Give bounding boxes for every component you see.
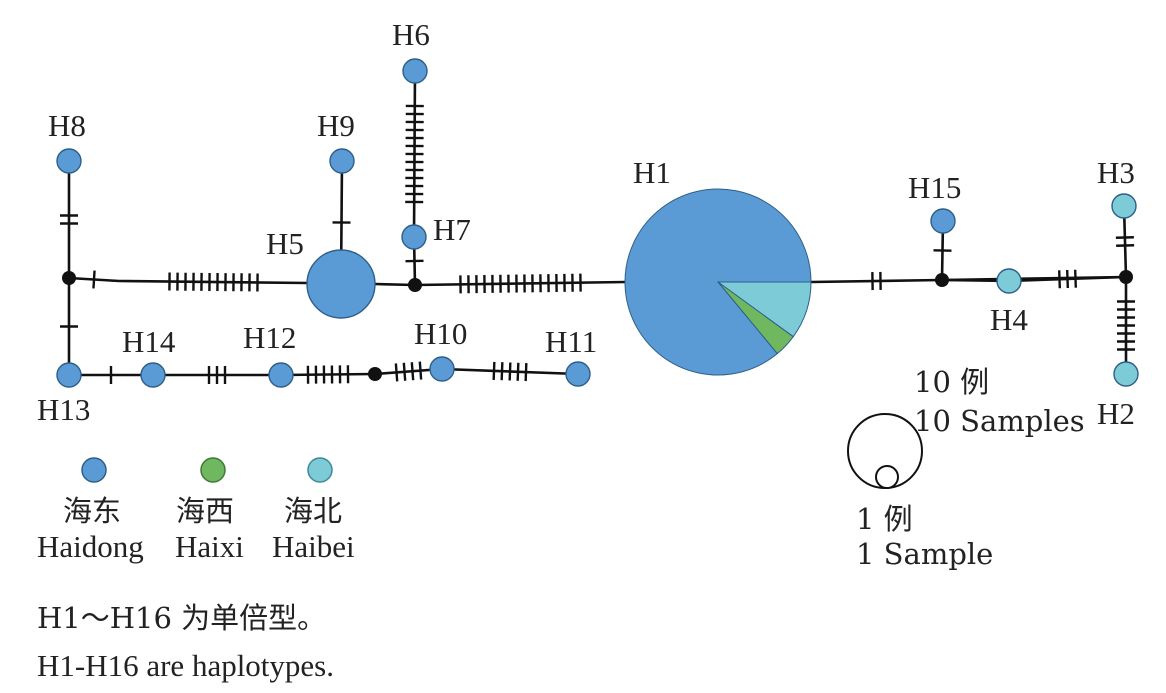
legend-swatch-haixi	[200, 457, 226, 483]
label-h1: H1	[633, 155, 671, 190]
label-h10: H10	[414, 316, 467, 351]
footnote-en: H1-H16 are haplotypes.	[37, 648, 334, 683]
edge-m4-h3-tick	[1115, 236, 1134, 239]
label-h15: H15	[908, 170, 961, 205]
label-h14: H14	[122, 324, 176, 359]
label-h11: H11	[545, 324, 597, 359]
node-h8	[56, 148, 82, 174]
node-h3	[1111, 193, 1137, 219]
median-vector-node	[1119, 270, 1133, 284]
edge-h1-m3	[810, 278, 943, 284]
scale-small-zh: 1 例	[856, 502, 913, 536]
edge-h4-m4-tick	[1057, 270, 1062, 289]
edge-h10-h11-tick	[524, 363, 528, 382]
scale-circle-1	[875, 465, 899, 489]
edge-m5-h10-tick	[410, 362, 415, 381]
edge-h10-h11-tick	[500, 362, 504, 381]
scale-large-en: 10 Samples	[914, 404, 1085, 438]
node-h9	[329, 148, 355, 174]
haplotype-labels: H1 H2 H3 H4 H5 H6 H7 H8 H9 H10 H11 H12 H…	[37, 17, 1135, 431]
legend-zh-haixi: 海西	[176, 494, 234, 528]
haplotype-nodes	[56, 58, 1139, 388]
edge-h10-h11-tick	[508, 362, 512, 381]
node-h5	[306, 249, 376, 319]
legend-item-haibei: 海北 Haibei	[272, 457, 355, 564]
scale-large-zh: 10 例	[914, 365, 989, 399]
label-h2: H2	[1097, 396, 1135, 431]
label-h9: H9	[317, 108, 355, 143]
label-h3: H3	[1097, 155, 1135, 190]
median-vector-node	[368, 367, 382, 381]
node-h2	[1113, 361, 1139, 387]
legend-zh-haibei: 海北	[284, 494, 342, 528]
edge-h4-m4-tick	[1073, 269, 1078, 288]
edge-m5-h10-tick	[402, 362, 407, 381]
edge-m3-m4	[941, 275, 1127, 282]
node-h12	[268, 362, 294, 388]
legend-en-haidong: Haidong	[37, 529, 144, 564]
node-h15	[930, 208, 956, 234]
edge-to-h5	[118, 279, 309, 285]
label-h6: H6	[392, 17, 430, 52]
edge-m4-h3-tick	[1116, 244, 1135, 247]
label-h12: H12	[243, 320, 296, 355]
edge-h10-h11-tick	[516, 362, 520, 381]
legend-zh-haidong: 海东	[63, 494, 121, 528]
edge-m1-h13-node-tick	[92, 270, 96, 289]
node-h14	[140, 362, 166, 388]
label-h8: H8	[48, 108, 86, 143]
node-h7	[401, 224, 427, 250]
median-vector-node	[62, 271, 76, 285]
edge-m2-h1	[414, 280, 627, 287]
node-h10	[429, 356, 455, 382]
node-h13	[56, 362, 82, 388]
legend-en-haibei: Haibei	[272, 529, 355, 564]
node-h11	[565, 361, 591, 387]
h1-slice-haidong	[624, 188, 812, 376]
label-h5: H5	[266, 226, 304, 261]
legend-en-haixi: Haixi	[175, 529, 244, 564]
network-edges	[67, 70, 1128, 377]
size-scale: 10 例 10 Samples 1 例 1 Sample	[847, 365, 1085, 571]
node-h4	[996, 268, 1022, 294]
mutation-ticks	[60, 104, 1135, 384]
node-h6	[402, 58, 428, 84]
label-h4: H4	[990, 302, 1028, 337]
legend-swatch-haidong	[81, 457, 107, 483]
edge-h4-m4-tick	[1065, 269, 1070, 289]
median-vector-node	[935, 273, 949, 287]
legend: 海东 Haidong 海西 Haixi 海北 Haibei	[37, 457, 355, 564]
edge-h12-m5	[280, 372, 376, 377]
median-vector-node	[408, 278, 422, 292]
edge-h10-h11-tick	[492, 361, 496, 380]
footnote-zh: H1～H16 为单倍型。	[37, 601, 326, 635]
scale-small-en: 1 Sample	[856, 537, 993, 571]
label-h13: H13	[37, 392, 90, 427]
legend-item-haixi: 海西 Haixi	[175, 457, 244, 564]
legend-item-haidong: 海东 Haidong	[37, 457, 144, 564]
label-h7: H7	[433, 212, 471, 247]
legend-swatch-haibei	[307, 457, 333, 483]
edge-m5-h10-tick	[394, 363, 399, 382]
edge-m5-h10-tick	[418, 361, 423, 380]
